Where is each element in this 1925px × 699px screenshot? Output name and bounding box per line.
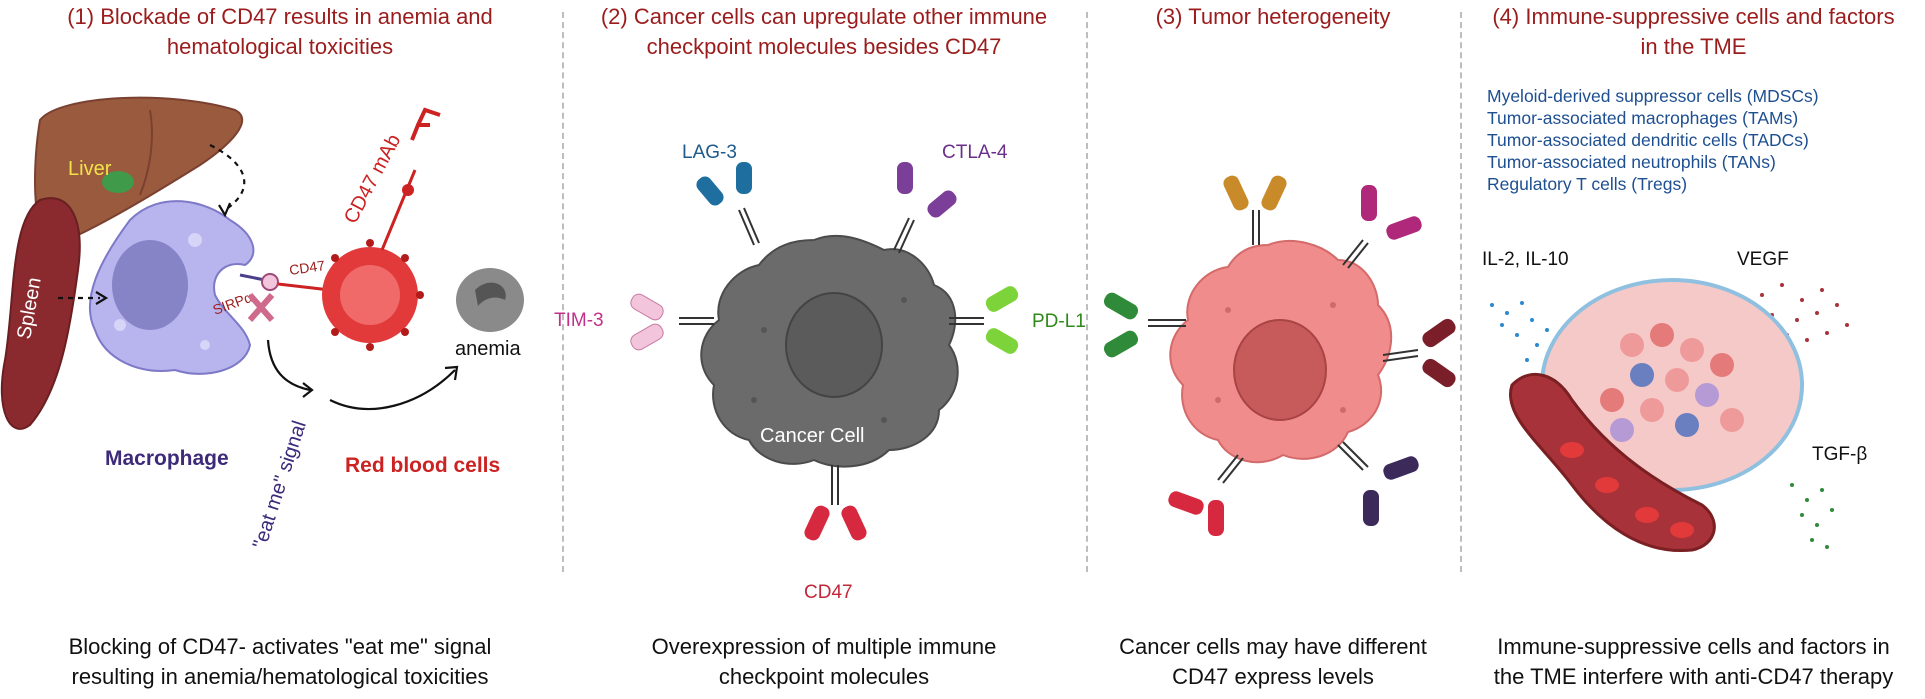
immune-cells-list: Myeloid-derived suppressor cells (MDSCs)… xyxy=(1487,85,1819,195)
divider-1 xyxy=(562,12,564,572)
cd47-mab-label: CD47 mAb xyxy=(340,131,405,228)
panel-4-caption-line2: the TME interfere with anti-CD47 therapy xyxy=(1493,664,1894,689)
panel-3-title: (3) Tumor heterogeneity xyxy=(1088,2,1458,32)
vegf-label: VEGF xyxy=(1737,249,1789,270)
panel-4-illustration: IL-2, IL-10 VEGF TGF-β xyxy=(1482,249,1867,553)
panel-1-title-line1: (1) Blockade of CD47 results in anemia a… xyxy=(67,4,493,29)
divider-2 xyxy=(1086,12,1088,572)
panel-2-title-line1: (2) Cancer cells can upregulate other im… xyxy=(600,4,1048,29)
panel-3-illustration xyxy=(1103,175,1456,536)
anemia-label: anemia xyxy=(455,338,521,360)
pdl1-label: PD-L1 xyxy=(1032,311,1086,332)
panel-4-caption: Immune-suppressive cells and factors in … xyxy=(1462,632,1925,692)
panel-4-title-line2: in the TME xyxy=(1640,34,1747,59)
tumor-nucleus-icon xyxy=(1233,319,1327,421)
cell-item-tam: Tumor-associated macrophages (TAMs) xyxy=(1487,108,1799,128)
panel-1-title: (1) Blockade of CD47 results in anemia a… xyxy=(0,2,560,62)
panel-1-caption-line2: resulting in anemia/hematological toxici… xyxy=(71,664,489,689)
panel-4-caption-line1: Immune-suppressive cells and factors in xyxy=(1497,634,1890,659)
receptor-purple-icon xyxy=(1337,441,1419,526)
blood-vessel-icon xyxy=(1509,372,1716,553)
sirpa-label: SIRPα xyxy=(211,289,255,318)
panel-3-caption-line2: CD47 express levels xyxy=(1172,664,1374,689)
red-blood-cells-label: Red blood cells xyxy=(345,454,500,477)
panel-2-caption: Overexpression of multiple immune checkp… xyxy=(564,632,1084,692)
tumor-cells-icon xyxy=(1600,323,1744,442)
panel-3-caption-line1: Cancer cells may have different xyxy=(1119,634,1427,659)
cancer-cell-label: Cancer Cell xyxy=(760,425,864,447)
cell-item-tan: Tumor-associated neutrophils (TANs) xyxy=(1487,152,1776,172)
divider-3 xyxy=(1460,12,1462,572)
tim3-receptor-icon xyxy=(630,293,714,351)
panel-2-illustration: Cancer Cell LAG-3 CTLA-4 TIM-3 xyxy=(554,142,1086,603)
panel-2-caption-line2: checkpoint molecules xyxy=(718,664,930,689)
il-label: IL-2, IL-10 xyxy=(1482,249,1569,270)
cell-item-tadc: Tumor-associated dendritic cells (TADCs) xyxy=(1487,130,1809,150)
receptor-magenta-icon xyxy=(1342,185,1422,269)
receptor-orange-icon xyxy=(1223,175,1287,245)
panel-2-caption-line1: Overexpression of multiple immune xyxy=(651,634,997,659)
ctla4-label: CTLA-4 xyxy=(942,142,1008,163)
lag3-label: LAG-3 xyxy=(682,142,737,163)
cd47-ligand-label: CD47 xyxy=(288,257,326,278)
cd47-antibody-icon xyxy=(410,107,441,141)
cd47-receptor-icon xyxy=(804,465,867,541)
panel-1-caption: Blocking of CD47- activates "eat me" sig… xyxy=(0,632,560,692)
panel-4-title-line1: (4) Immune-suppressive cells and factors xyxy=(1492,4,1895,29)
pdl1-receptor-icon xyxy=(949,286,1019,354)
panel-tumor-heterogeneity: (3) Tumor heterogeneity xyxy=(1088,0,1458,699)
panel-3-title-line1: (3) Tumor heterogeneity xyxy=(1155,4,1391,29)
macrophage-label: Macrophage xyxy=(105,447,229,470)
blocked-x-icon xyxy=(247,293,275,322)
ctla4-receptor-icon xyxy=(893,162,957,254)
tgfb-label: TGF-β xyxy=(1812,444,1867,465)
panel-tme: (4) Immune-suppressive cells and factors… xyxy=(1462,0,1925,699)
liver-label: Liver xyxy=(68,158,112,180)
panel-2-title-line2: checkpoint molecules besides CD47 xyxy=(646,34,1002,59)
eat-me-signal-label: "eat me" signal xyxy=(249,418,311,551)
panel-1-illustration: Liver Spleen SIRPα CD47 xyxy=(0,96,524,552)
tgfb-dots-icon xyxy=(1790,483,1834,549)
panel-3-caption: Cancer cells may have different CD47 exp… xyxy=(1088,632,1458,692)
cancer-nucleus-icon xyxy=(785,292,883,398)
panel-1-caption-line1: Blocking of CD47- activates "eat me" sig… xyxy=(68,634,492,659)
panel-2-title: (2) Cancer cells can upregulate other im… xyxy=(564,2,1084,62)
receptor-red-icon xyxy=(1168,454,1244,536)
cd47-label: CD47 xyxy=(804,582,853,603)
panel-4-title: (4) Immune-suppressive cells and factors… xyxy=(1462,2,1925,62)
panel-checkpoint-molecules: (2) Cancer cells can upregulate other im… xyxy=(554,0,1086,699)
anemic-cell-icon xyxy=(456,268,524,332)
panel-1-title-line2: hematological toxicities xyxy=(166,34,394,59)
lag3-receptor-icon xyxy=(696,162,760,246)
receptor-darkred-icon xyxy=(1382,318,1456,388)
tim3-label: TIM-3 xyxy=(554,310,604,331)
cell-item-mdsc: Myeloid-derived suppressor cells (MDSCs) xyxy=(1487,86,1819,106)
spleen-icon xyxy=(0,197,81,430)
gallbladder-icon xyxy=(102,171,134,193)
vegf-dots-icon xyxy=(1760,283,1849,342)
macrophage-nucleus-icon xyxy=(112,240,188,330)
receptor-green-icon xyxy=(1103,292,1186,358)
cell-item-treg: Regulatory T cells (Tregs) xyxy=(1487,174,1688,194)
panel-cd47-blockade: (1) Blockade of CD47 results in anemia a… xyxy=(0,0,560,699)
